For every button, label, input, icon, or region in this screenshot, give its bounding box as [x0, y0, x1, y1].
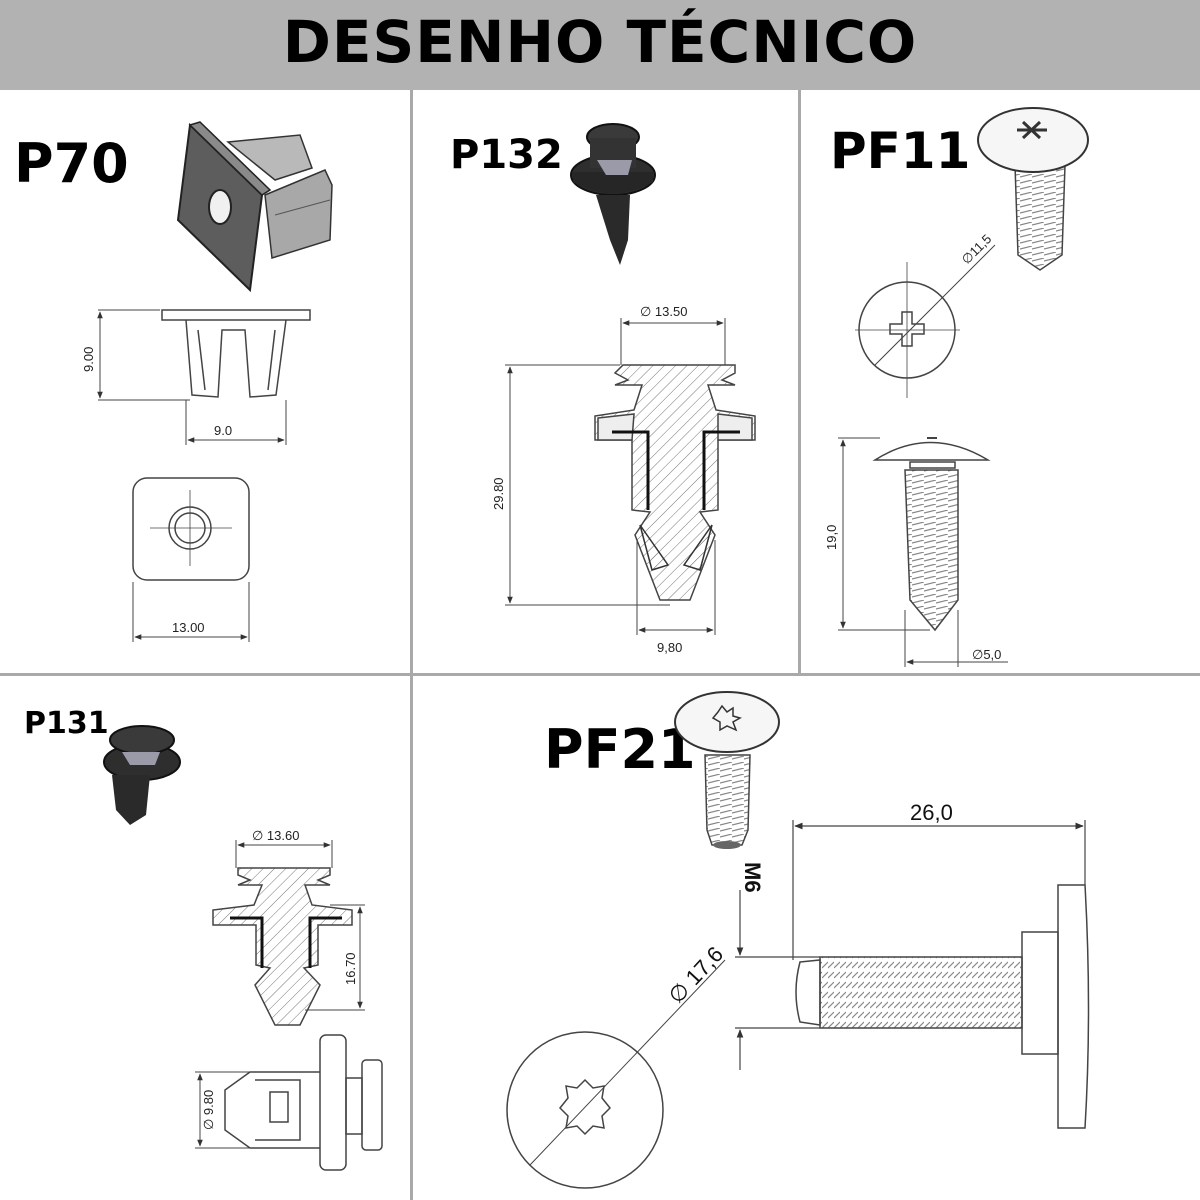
pf21-length-dim: 26,0	[910, 800, 953, 825]
p132-base-dim: 9,80	[657, 640, 682, 655]
p70-height-dim: 9.00	[81, 347, 96, 372]
p131-render	[103, 725, 181, 825]
p131-dimensions	[235, 840, 365, 1011]
pf11-thread-dim: ∅5,0	[972, 647, 1001, 662]
p131-body-dim: ∅ 9.80	[201, 1090, 216, 1130]
pf21-top-view	[506, 959, 726, 1189]
part-code-pf21: PF21	[544, 718, 696, 781]
p70-side-view	[97, 309, 311, 445]
p132-section	[594, 364, 756, 601]
pf11-length-dim: 19,0	[824, 525, 839, 550]
p132-head-dim: ∅ 13.50	[640, 304, 687, 319]
part-code-p131: P131	[24, 706, 109, 741]
pf21-dimensions	[735, 820, 1086, 1070]
pf21-thread-dim: M6	[740, 862, 765, 893]
part-code-p132: P132	[450, 132, 563, 178]
p131-front-view	[195, 1034, 383, 1171]
pf11-render	[977, 107, 1089, 271]
pf11-top-view	[855, 244, 996, 398]
pf11-dimensions	[838, 437, 1008, 667]
pf11-side-view	[872, 437, 991, 632]
p132-length-dim: 29.80	[491, 477, 506, 510]
pf21-render	[674, 691, 780, 849]
p70-width-dim: 9.0	[214, 423, 232, 438]
divider-vertical-left	[410, 90, 413, 1200]
title-bar: DESENHO TÉCNICO	[0, 0, 1200, 90]
p131-length-dim: 16.70	[343, 952, 358, 985]
p70-top-view	[132, 477, 250, 642]
part-code-pf11: PF11	[830, 122, 971, 180]
p132-dimensions	[505, 318, 726, 635]
page-title: DESENHO TÉCNICO	[282, 8, 918, 76]
pf21-head-dim: ∅ 17,6	[663, 942, 728, 1009]
pf21-side-view	[795, 884, 1090, 1129]
p70-square-dim: 13.00	[172, 620, 205, 635]
p70-render	[176, 121, 333, 293]
part-code-p70: P70	[14, 132, 129, 195]
p131-section	[212, 867, 353, 1026]
p132-render	[570, 123, 656, 265]
p131-head-dim: ∅ 13.60	[252, 828, 299, 843]
pf11-head-dim: ∅11,5	[959, 231, 995, 267]
divider-vertical-right	[798, 90, 801, 675]
divider-horizontal	[0, 673, 1200, 676]
